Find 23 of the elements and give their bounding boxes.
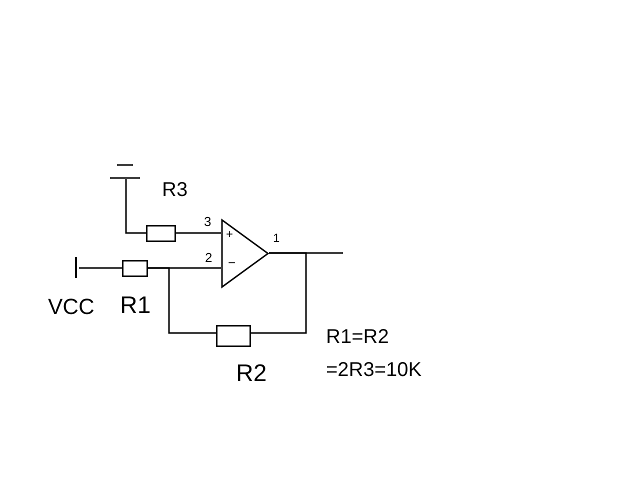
- pin-label: +: [226, 228, 234, 240]
- wire: [176, 232, 221, 234]
- wire: [148, 267, 216, 334]
- pin-number: 1: [273, 232, 280, 244]
- wire: [251, 252, 307, 334]
- component-label: R3: [162, 180, 188, 200]
- wire: [79, 267, 122, 269]
- note: =2R3=10K: [326, 360, 422, 380]
- wire: [125, 179, 146, 234]
- op-amp-symbol: [221, 219, 269, 288]
- component-label: R2: [236, 362, 267, 386]
- pin-number: 2: [205, 251, 212, 264]
- component-label: VCC: [48, 296, 94, 318]
- component-label: R1: [120, 294, 151, 318]
- pin-label: −: [228, 256, 236, 269]
- note: R1=R2: [326, 327, 389, 347]
- ground-symbol: [110, 163, 140, 179]
- resistor-symbol: [122, 260, 148, 277]
- supply-terminal: [73, 257, 79, 278]
- resistor-symbol: [216, 325, 251, 347]
- resistor-symbol: [146, 225, 176, 242]
- wire: [269, 252, 343, 254]
- pin-number: 3: [204, 215, 212, 228]
